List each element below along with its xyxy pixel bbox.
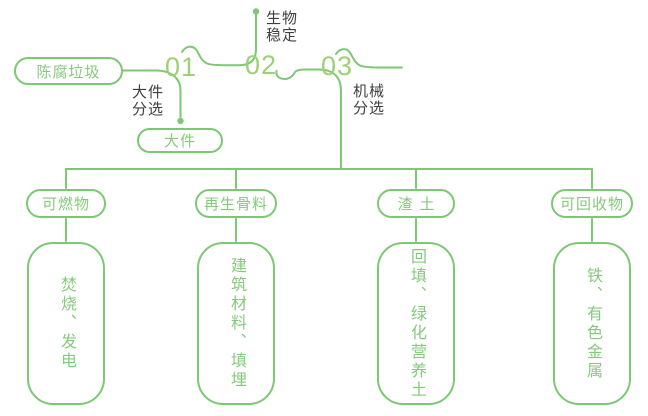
step-number-01: 01 <box>164 52 198 82</box>
node-source-label: 陈腐垃圾 <box>36 63 101 81</box>
node-large-items: 大件 <box>137 128 223 153</box>
result-label: 焚烧、发电 <box>58 276 75 371</box>
node-category-slag-soil: 渣土 <box>377 189 455 218</box>
node-category-combustibles: 可燃物 <box>26 189 106 218</box>
node-category-recyclables: 可回收物 <box>551 189 633 218</box>
step-number-03: 03 <box>320 51 354 81</box>
result-label: 铁、有色金属 <box>584 266 601 381</box>
label-step-02: 生物 稳定 <box>266 10 299 44</box>
node-category-recycled-aggregate: 再生骨料 <box>195 189 277 218</box>
curl-03-drop <box>318 68 342 170</box>
label-step-03: 机械 分选 <box>353 83 386 117</box>
curl-01-drop <box>155 69 182 118</box>
node-large-items-label: 大件 <box>163 133 196 150</box>
dot-bio-stable <box>252 8 260 15</box>
category-label: 再生骨料 <box>203 196 268 213</box>
label-step-01: 大件 分选 <box>132 84 165 118</box>
category-label: 渣土 <box>397 196 442 213</box>
node-result-building-materials-landfill: 建筑材料、填埋 <box>197 242 275 405</box>
result-label: 回填、绿化营养土 <box>408 247 425 400</box>
category-label: 可回收物 <box>559 196 624 213</box>
curl-02-up <box>239 14 257 67</box>
swoosh-01 <box>181 45 241 67</box>
result-label: 建筑材料、填埋 <box>228 257 245 390</box>
swoosh-03 <box>335 48 403 69</box>
node-result-incineration-power: 焚烧、发电 <box>27 242 105 405</box>
dot-large-items <box>177 117 184 125</box>
node-result-iron-nonferrous: 铁、有色金属 <box>553 242 631 405</box>
node-result-backfill-nutrient-soil: 回填、绿化营养土 <box>377 242 455 405</box>
swoosh-02 <box>275 68 320 81</box>
step-number-02: 02 <box>244 50 278 80</box>
category-label: 可燃物 <box>41 196 90 213</box>
node-source: 陈腐垃圾 <box>14 57 123 85</box>
